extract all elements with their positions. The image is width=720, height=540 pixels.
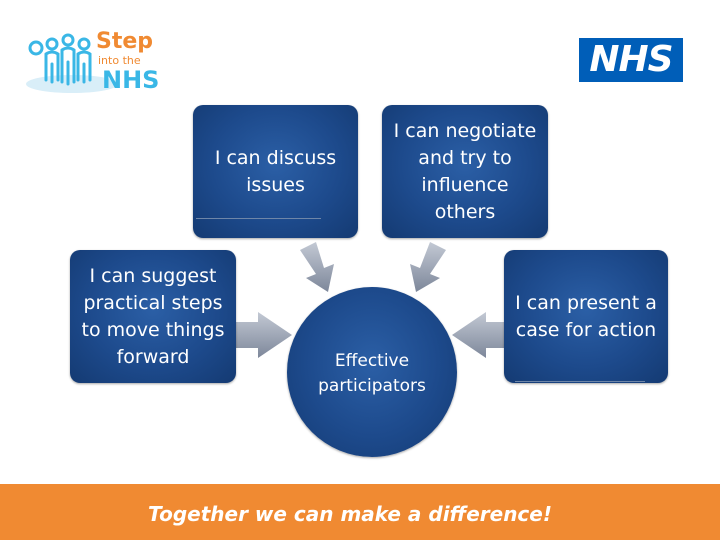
diagram-arrows <box>236 242 506 358</box>
arrow-present-to-center <box>452 312 506 358</box>
step-logo-word-nhs: NHS <box>102 66 159 94</box>
node-suggest-line-1: I can suggest <box>89 264 217 287</box>
node-negotiate-line-1: I can negotiate <box>393 119 537 142</box>
arrow-suggest-to-center <box>236 312 292 358</box>
node-discuss-issues: I can discuss issues <box>193 105 358 238</box>
node-suggest-steps: I can suggest practical steps to move th… <box>70 250 236 383</box>
node-center-line-1: Effective <box>334 351 410 371</box>
footer-banner: Together we can make a difference! <box>0 484 720 540</box>
node-discuss-line-1: I can discuss <box>214 146 337 169</box>
nhs-logo: NHS <box>579 38 683 82</box>
node-present-underline <box>515 381 645 382</box>
node-center-line-2: participators <box>318 376 426 396</box>
node-present-line-2: case for action <box>515 318 657 341</box>
node-discuss-underline <box>196 218 321 219</box>
node-suggest-line-2: practical steps <box>83 291 223 314</box>
node-discuss-line-2: issues <box>246 173 305 196</box>
step-logo-word-step: Step <box>96 29 153 54</box>
node-negotiate-line-3: influence <box>421 173 509 196</box>
node-negotiate-line-4: others <box>434 200 496 223</box>
node-effective-participators: Effective participators <box>287 287 457 457</box>
arrow-negotiate-to-center <box>410 242 446 292</box>
node-present-line-1: I can present a <box>515 291 657 314</box>
node-negotiate-line-2: and try to <box>418 146 512 169</box>
nhs-logo-text: NHS <box>589 39 673 80</box>
step-logo-word-into: into the <box>98 54 141 67</box>
node-present-case: I can present a case for action <box>504 250 668 383</box>
footer-tagline: Together we can make a difference! <box>148 502 552 526</box>
node-suggest-line-4: forward <box>116 345 190 368</box>
node-suggest-line-3: to move things <box>81 318 225 341</box>
node-negotiate-influence: I can negotiate and try to influence oth… <box>382 105 548 238</box>
step-into-the-nhs-logo: Step into the NHS <box>26 29 159 94</box>
arrow-discuss-to-center <box>300 242 334 292</box>
